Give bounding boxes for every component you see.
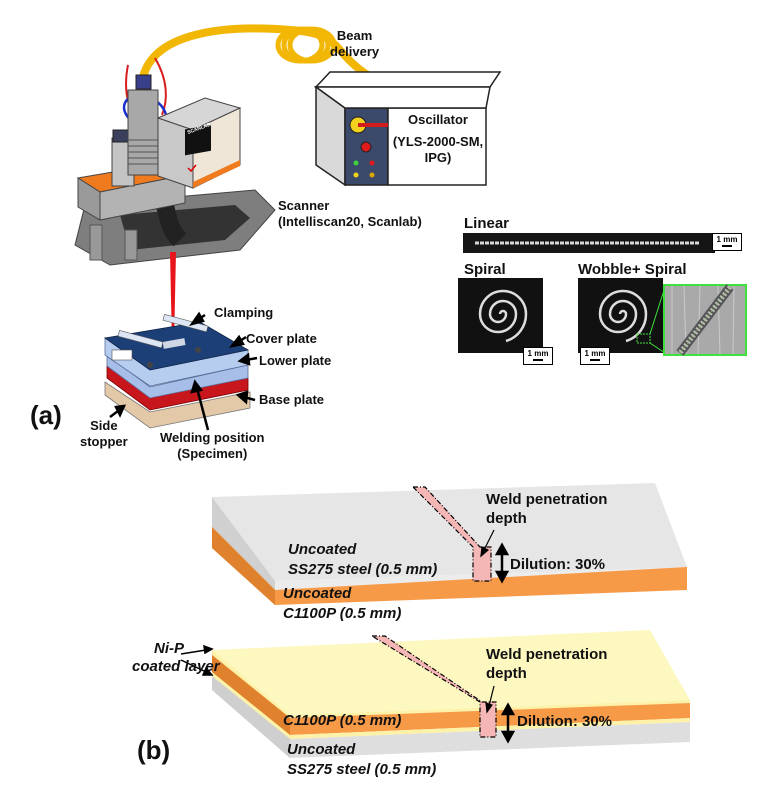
bottom-lower-sheet-label: Uncoated SS275 steel (0.5 mm) [287, 740, 436, 780]
bottom-lower-sheet-line1: Uncoated [287, 741, 356, 758]
scale-text: 1 mm [527, 349, 549, 358]
top-weld-depth-label: Weld penetration depth [486, 490, 607, 528]
welding-position-label: Welding position (Specimen) [160, 430, 264, 462]
panel-label-b: (b) [137, 735, 171, 765]
side-stopper-line1: Side [90, 418, 118, 433]
spiral-label: Spiral [464, 261, 506, 278]
fiber-coil [275, 26, 337, 64]
nip-coating-line2: coated layer [132, 658, 220, 675]
nip-coating-label: Ni-P coated layer [132, 640, 220, 676]
oscillator-title: Oscillator [408, 112, 468, 127]
top-lower-sheet-label: Uncoated C1100P (0.5 mm) [283, 584, 401, 624]
welding-position-line1: Welding position [160, 430, 265, 445]
bottom-dilution-label: Dilution: 30% [517, 713, 613, 730]
bottom-weld-line2: depth [486, 665, 527, 682]
top-dilution-label: Dilution: 30% [510, 556, 606, 573]
bottom-upper-sheet-label: C1100P (0.5 mm) [283, 712, 402, 729]
base-plate-label: Base plate [259, 392, 325, 407]
scan-patterns [458, 233, 747, 356]
top-upper-sheet-line1: Uncoated [288, 541, 357, 558]
top-weld-line2: depth [486, 510, 527, 527]
nip-coating-line1: Ni-P [154, 640, 184, 657]
bottom-weld-diagram [180, 630, 690, 758]
copper-top-coating [212, 630, 690, 715]
oscillator-label: Oscillator (YLS-2000-SM, IPG) [392, 112, 484, 166]
scanner-line1: Scanner [278, 198, 330, 213]
copper-front-face [212, 655, 690, 735]
scanner-line2: (Intelliscan20, Scanlab) [278, 214, 422, 229]
scale-text: 1 mm [584, 349, 606, 358]
oscillator-model-line1: (YLS-2000-SM, [392, 134, 484, 149]
steel-side [212, 497, 275, 590]
wobble-spiral-track [598, 289, 648, 343]
top-upper-sheet-line2: SS275 steel (0.5 mm) [288, 561, 438, 578]
top-lower-sheet-line2: C1100P (0.5 mm) [283, 605, 402, 622]
oscillator-unit [313, 71, 502, 187]
scale-bar-linear: 1 mm [712, 233, 742, 251]
lower-plate-label: Lower plate [259, 353, 332, 368]
wobble-spiral-label: Wobble+ Spiral [578, 261, 687, 278]
weld-bead-bottom [369, 635, 497, 738]
bottom-lower-sheet-line2: SS275 steel (0.5 mm) [287, 761, 437, 778]
part-a-illustration: SCANLAB [74, 24, 747, 431]
spiral-track [478, 289, 528, 343]
beam-delivery-line2: delivery [330, 44, 380, 59]
weld-bead-top [411, 486, 492, 582]
welding-fixture [103, 311, 258, 431]
top-weld-line1: Weld penetration [486, 491, 608, 508]
scanner-unit: SCANLAB [74, 74, 276, 266]
welding-position-line2: (Specimen) [177, 446, 248, 461]
scanner-label: Scanner (Intelliscan20, Scanlab) [278, 198, 422, 230]
steel-top-face [212, 483, 687, 581]
bottom-weld-depth-label: Weld penetration depth [486, 645, 607, 683]
side-stopper-label: Side stopper [80, 418, 128, 450]
side-stopper-line2: stopper [80, 434, 128, 449]
cover-plate-label: Cover plate [246, 331, 317, 346]
top-lower-sheet-line1: Uncoated [283, 585, 352, 602]
top-weld-diagram [212, 483, 687, 605]
beam-delivery-line1: Beam [336, 28, 373, 43]
clamping-label: Clamping [214, 305, 274, 320]
scale-text: 1 mm [716, 235, 738, 244]
panel-label-a: (a) [30, 400, 62, 430]
beam-delivery-label: Beam delivery [330, 28, 379, 60]
linear-label: Linear [464, 215, 510, 232]
oscillator-model-line2: IPG) [424, 150, 452, 165]
scale-bar-spiral: 1 mm [523, 347, 553, 365]
scale-bar-wobble: 1 mm [580, 347, 610, 365]
top-upper-sheet-label: Uncoated SS275 steel (0.5 mm) [288, 540, 437, 580]
steel-bottom-face [212, 676, 690, 758]
bottom-weld-line1: Weld penetration [486, 646, 608, 663]
